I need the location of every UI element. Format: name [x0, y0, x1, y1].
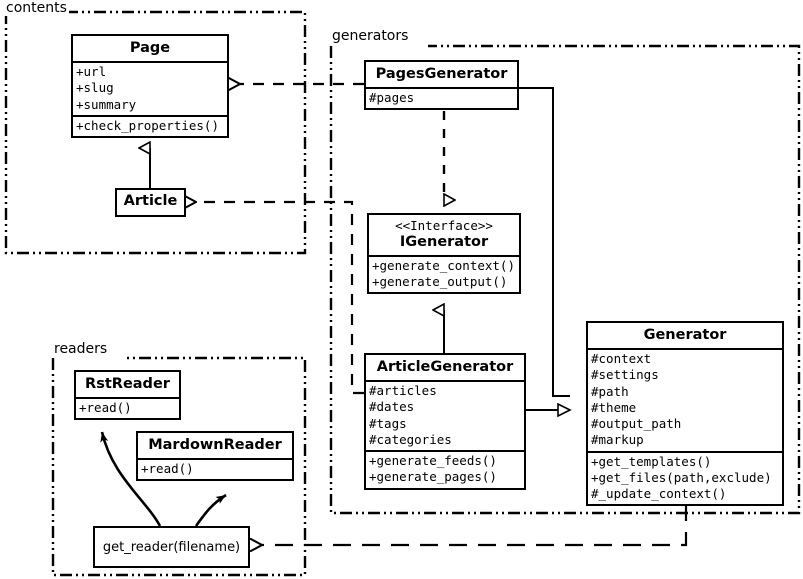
method-row: +read() — [79, 400, 132, 416]
class-page-attributes: +url +slug +summary — [73, 61, 227, 115]
class-igenerator-methods: +generate_context() +generate_output() — [369, 254, 519, 293]
class-article-generator-methods: +generate_feeds() +generate_pages() — [366, 450, 524, 488]
class-mardown-reader[interactable]: MardownReader +read() — [136, 431, 294, 482]
attribute-row: #settings — [591, 367, 659, 383]
class-rst-reader[interactable]: RstReader +read() — [74, 370, 181, 421]
class-rst-reader-name: RstReader — [85, 376, 170, 392]
class-generator-name: Generator — [643, 327, 727, 343]
attribute-row: #tags — [369, 415, 407, 431]
method-row: +generate_pages() — [369, 469, 497, 485]
attribute-row: #context — [591, 351, 652, 367]
class-page[interactable]: Page +url +slug +summary +check_properti… — [71, 34, 229, 139]
class-article-name: Article — [123, 193, 178, 209]
class-rst-reader-methods: +read() — [76, 397, 179, 418]
class-mardown-reader-methods: +read() — [138, 458, 292, 479]
method-row: #_update_context() — [591, 486, 727, 502]
package-label-contents: contents — [4, 0, 69, 16]
class-generator-attributes: #context #settings #path #theme #output_… — [588, 348, 782, 451]
attribute-row: +slug — [76, 80, 114, 96]
class-page-name: Page — [129, 40, 171, 56]
edge-getreader-to-mardownreader — [194, 493, 227, 527]
attribute-row: #categories — [369, 431, 452, 447]
attribute-row: #theme — [591, 399, 637, 415]
class-pages-generator[interactable]: PagesGenerator #pages — [364, 60, 519, 111]
attribute-row: #output_path — [591, 416, 682, 432]
class-igenerator-header: <<Interface>> IGenerator — [369, 215, 519, 255]
package-label-generators: generators — [330, 28, 411, 44]
method-row: +generate_feeds() — [369, 453, 497, 469]
attribute-row: #pages — [369, 90, 415, 106]
package-label-readers: readers — [52, 341, 110, 357]
attribute-row: #articles — [369, 383, 437, 399]
edge-pagesgenerator-to-generator — [519, 87, 570, 397]
class-article-generator-name: ArticleGenerator — [376, 359, 514, 375]
method-row: +get_files(path,exclude) — [591, 469, 772, 485]
attribute-row: +summary — [76, 96, 137, 112]
method-row: +check_properties() — [76, 117, 219, 133]
class-igenerator[interactable]: <<Interface>> IGenerator +generate_conte… — [367, 213, 521, 295]
class-mardown-reader-name: MardownReader — [148, 437, 282, 453]
attribute-row: #path — [591, 383, 629, 399]
class-generator-methods: +get_templates() +get_files(path,exclude… — [588, 450, 782, 505]
method-row: +generate_output() — [372, 274, 508, 290]
edge-generator-to-getreader-dependency — [262, 503, 688, 545]
class-pages-generator-attributes: #pages — [366, 87, 517, 108]
attribute-row: #markup — [591, 432, 644, 448]
class-article-generator[interactable]: ArticleGenerator #articles #dates #tags … — [364, 353, 526, 490]
class-pages-generator-name: PagesGenerator — [375, 66, 508, 82]
class-article-generator-attributes: #articles #dates #tags #categories — [366, 380, 524, 450]
method-row: +get_templates() — [591, 453, 712, 469]
method-row: +generate_context() — [372, 257, 515, 273]
function-get-reader[interactable]: get_reader(filename) — [93, 526, 250, 568]
attribute-row: #dates — [369, 399, 415, 415]
attribute-row: +url — [76, 64, 107, 80]
class-page-methods: +check_properties() — [73, 114, 227, 136]
method-row: +read() — [141, 461, 194, 477]
class-generator[interactable]: Generator #context #settings #path #them… — [586, 321, 784, 507]
class-article[interactable]: Article — [115, 188, 186, 217]
class-igenerator-name: IGenerator — [399, 233, 489, 250]
edge-articlegenerator-to-article-dependency — [196, 202, 364, 395]
class-igenerator-stereotype: <<Interface>> — [395, 218, 493, 233]
